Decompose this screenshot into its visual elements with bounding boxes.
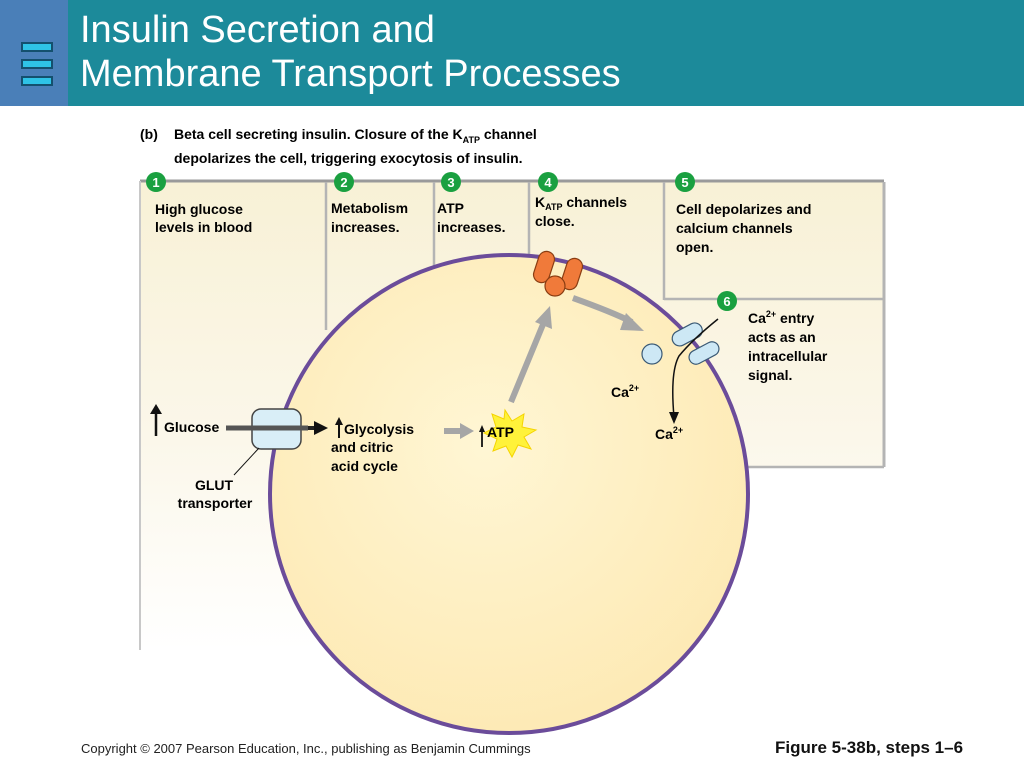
step-2-number: 2 xyxy=(340,175,347,190)
glut-transporter: GLUT transporter xyxy=(178,408,328,511)
caption-line-1-end: channel xyxy=(479,126,537,142)
step-1-badge: 1 xyxy=(146,172,166,192)
calcium-outside-charge: 2+ xyxy=(629,383,639,393)
step-6-text-line-2: acts as an xyxy=(748,329,816,345)
slide-title-line-1: Insulin Secretion and xyxy=(80,9,435,51)
menu-icon-bar-top xyxy=(21,42,53,52)
atp-label: ATP xyxy=(487,424,514,440)
step-2-badge: 2 xyxy=(334,172,354,192)
step-6-text-line-4: signal. xyxy=(748,367,792,383)
step-6-number: 6 xyxy=(723,294,730,309)
glut-label-line-1: GLUT xyxy=(195,477,234,493)
menu-icon-bar-bottom xyxy=(21,76,53,86)
calcium-channel xyxy=(641,318,720,424)
title-bar: Insulin Secretion and Membrane Transport… xyxy=(0,0,1024,106)
menu-icon-bar-middle xyxy=(21,59,53,69)
calcium-outside-symbol: Ca xyxy=(611,384,629,400)
figure-reference: Figure 5-38b, steps 1–6 xyxy=(775,738,964,757)
caption-line-2: depolarizes the cell, triggering exocyto… xyxy=(174,149,523,166)
calcium-channel-subunit-left xyxy=(641,343,663,365)
atp-up-arrow-head xyxy=(479,425,485,432)
step-1-text-line-2: levels in blood xyxy=(155,219,252,235)
glut-label-line-2: transporter xyxy=(178,495,253,511)
caption-line-1-text: Beta cell secreting insulin. Closure of … xyxy=(174,126,463,142)
calcium-label-inside: Ca2+ xyxy=(655,425,683,442)
step-2-text-line-1: Metabolism xyxy=(331,200,408,216)
caption-line-1: Beta cell secreting insulin. Closure of … xyxy=(174,125,634,149)
depolarization-arrow xyxy=(571,295,644,331)
copyright-notice: Copyright © 2007 Pearson Education, Inc.… xyxy=(81,741,531,756)
step-4-number: 4 xyxy=(544,175,552,190)
step-3-number: 3 xyxy=(447,175,454,190)
step-6-badge: 6 xyxy=(717,291,737,311)
atp-to-katp-arrow xyxy=(508,306,552,404)
step-1-number: 1 xyxy=(152,175,159,190)
atp-burst-star xyxy=(482,408,538,459)
glycolysis-group: Glycolysis and citric acid cycle xyxy=(331,417,414,474)
glycolysis-label-line-1: Glycolysis xyxy=(344,421,414,437)
katp-channel-subunit-right xyxy=(560,257,584,291)
step-6-entry: entry xyxy=(776,310,814,326)
step-4-text-line-2: close. xyxy=(535,213,575,229)
step-4-atp-subscript: ATP xyxy=(545,202,562,212)
step-5-text-line-1: Cell depolarizes and xyxy=(676,201,811,217)
step-6-text-line-3: intracellular xyxy=(748,348,828,364)
calcium-entry-arrow-head xyxy=(669,412,679,424)
step-descriptions: High glucose levels in blood Metabolism … xyxy=(155,194,828,383)
step-4-text-line-1: KATP channels xyxy=(535,194,627,212)
step-3-badge: 3 xyxy=(441,172,461,192)
step-6-text-line-1: Ca2+ entry xyxy=(748,309,815,326)
slide-title: Insulin Secretion and Membrane Transport… xyxy=(80,8,960,96)
glycolysis-to-atp-arrow xyxy=(444,423,474,439)
step-3-text-line-2: increases. xyxy=(437,219,506,235)
step-4-badge: 4 xyxy=(538,172,558,192)
katp-channel-plug xyxy=(544,275,566,297)
step-5-text-line-2: calcium channels xyxy=(676,220,793,236)
caption-katp-subscript: ATP xyxy=(462,134,480,145)
glucose-label-group: Glucose xyxy=(150,404,219,436)
calcium-inside-charge: 2+ xyxy=(673,425,683,435)
step-5-badge: 5 xyxy=(675,172,695,192)
figure-caption: Beta cell secreting insulin. Closure of … xyxy=(174,125,634,167)
atp-burst: ATP xyxy=(479,408,538,459)
step-3-text-line-1: ATP xyxy=(437,200,464,216)
calcium-label-outside: Ca2+ xyxy=(611,383,639,400)
step-1-text-line-1: High glucose xyxy=(155,201,243,217)
glucose-entry-arrow-head xyxy=(314,421,328,435)
katp-channel xyxy=(532,250,584,297)
step-4-channels: channels xyxy=(562,194,627,210)
calcium-channel-subunit-top xyxy=(671,322,703,347)
calcium-entry-path xyxy=(672,318,719,418)
beta-cell xyxy=(268,253,750,735)
step-5-text-line-3: open. xyxy=(676,239,713,255)
glucose-up-arrow-head xyxy=(150,404,162,414)
glycolysis-up-arrow-head xyxy=(335,417,343,425)
calcium-channel-subunit-bottom xyxy=(688,341,720,365)
calcium-inside-symbol: Ca xyxy=(655,426,673,442)
title-bar-side-panel xyxy=(0,0,68,106)
step-2-text-line-2: increases. xyxy=(331,219,400,235)
step-6-ca: Ca xyxy=(748,310,766,326)
step-4-k: K xyxy=(535,194,545,210)
glucose-label: Glucose xyxy=(164,419,219,435)
katp-channel-subunit-left xyxy=(532,250,556,284)
step-5-number: 5 xyxy=(681,175,688,190)
slide-title-line-2: Membrane Transport Processes xyxy=(80,53,621,95)
step-badges: 1 2 3 4 5 6 xyxy=(146,172,737,311)
glut-leader-line xyxy=(233,447,260,476)
glycolysis-label-line-3: acid cycle xyxy=(331,458,398,474)
figure-label: (b) xyxy=(140,126,158,142)
glycolysis-label-line-2: and citric xyxy=(331,439,393,455)
step-6-ca-superscript: 2+ xyxy=(766,309,776,319)
